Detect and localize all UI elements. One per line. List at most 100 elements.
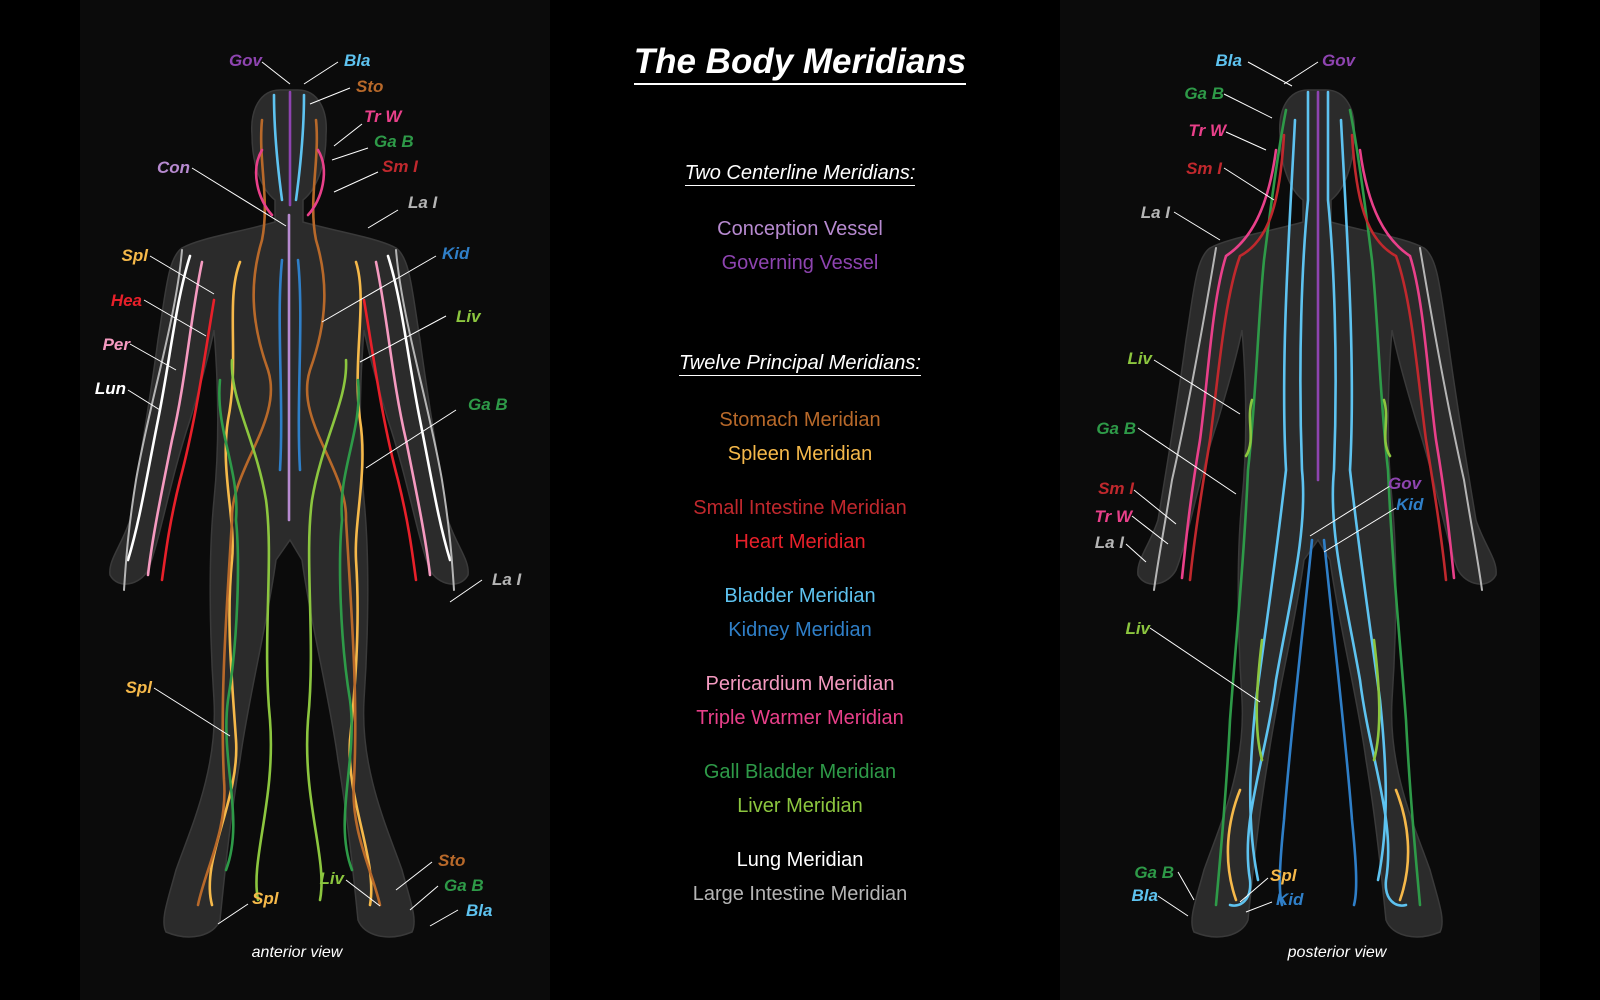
meridian-label: Lun [95,379,126,398]
legend-item: Bladder Meridian [724,585,876,607]
legend-item: Kidney Meridian [728,619,872,641]
meridian-label: Spl [252,889,280,908]
callout-line [1153,359,1241,415]
callout-line [1223,167,1275,201]
meridian-label: La I [492,570,523,589]
meridian-label: Ga B [1134,863,1174,882]
meridian-label: Sto [438,851,465,870]
callout-line [1223,93,1273,119]
callout-line [1125,543,1147,563]
callout-line [1137,427,1237,495]
callout-line [331,147,369,161]
posterior-view-caption: posterior view [1287,944,1387,961]
meridian-label: Gov [1388,474,1423,493]
meridian-label: Con [157,158,190,177]
callout-line [1157,895,1189,917]
callout-line [365,409,457,469]
callout-line [1133,489,1177,525]
meridian-label: Bla [1132,886,1158,905]
callout-line [1309,485,1391,537]
callout-line [321,255,437,323]
legend-item: Liver Meridian [737,795,863,817]
meridian-label: Liv [1125,619,1151,638]
callout-line [1177,871,1195,901]
principal-heading: Twelve Principal Meridians: [679,352,921,376]
callout-line [1247,61,1293,87]
legend-item: Lung Meridian [736,849,864,871]
meridian-label: Bla [466,901,492,920]
callout-line [309,87,351,105]
meridian-label: Kid [1396,495,1424,514]
meridian-label: Kid [1276,890,1304,909]
meridian-label: Spl [122,246,150,265]
callout-line [1131,515,1169,545]
meridian-label: Sm I [1098,479,1135,498]
meridian-label: Ga B [374,132,414,151]
legend-item: Stomach Meridian [719,409,881,431]
meridian-label: La I [1141,203,1172,222]
callout-line [333,171,379,193]
callout-line [367,209,399,229]
legend-item: Triple Warmer Meridian [696,707,904,729]
callout-line [153,687,231,737]
page-title: The Body Meridians [633,42,967,85]
meridian-label: Tr W [364,107,403,126]
callout-line [191,167,287,227]
legend-item: Large Intestine Meridian [692,883,908,905]
meridian-label: Bla [344,51,370,70]
meridian-label: Tr W [1095,507,1134,526]
callout-line [1173,211,1221,241]
posterior-body-figure: Bla Gov Ga B Tr W Sm I La I Liv Ga B Sm I Gov Tr W… [1095,51,1497,938]
callout-line [1283,61,1319,85]
meridian-label: Spl [126,678,154,697]
callout-line [261,61,291,85]
posterior-labels: Bla Gov Ga B Tr W Sm I La I Liv Ga B Sm I Gov Tr W… [1095,51,1424,917]
callout-line [129,343,177,371]
callout-line [409,885,439,911]
anterior-view-caption: anterior view [251,944,343,961]
callout-line [303,61,339,85]
legend-item: Spleen Meridian [727,443,873,465]
meridian-label: Ga B [1184,84,1224,103]
meridian-label: Sm I [382,157,419,176]
meridian-label: Kid [442,244,470,263]
meridian-label: Spl [1270,866,1298,885]
callout-line [149,255,215,295]
meridian-label: Liv [319,869,345,888]
callout-line [143,299,207,337]
callout-line [1149,627,1261,703]
legend-item: Heart Meridian [734,531,866,553]
callout-line [127,389,161,411]
meridian-label: Tr W [1189,121,1228,140]
meridian-label: Gov [1322,51,1357,70]
callout-line [345,879,381,907]
legend-item: Pericardium Meridian [705,673,895,695]
meridian-label: Ga B [468,395,508,414]
meridian-label: Ga B [444,876,484,895]
callout-line [1323,507,1397,553]
meridian-label: Sto [356,77,383,96]
legend-item: Governing Vessel [721,252,879,274]
callout-line [217,903,249,925]
meridian-label: Liv [1127,349,1153,368]
centerline-heading: Two Centerline Meridians: [684,162,916,186]
meridian-label: Per [103,335,132,354]
meridian-label: Hea [111,291,142,310]
meridian-label: Sm I [1186,159,1223,178]
callout-line [395,861,433,891]
callout-line [1239,877,1269,903]
legend-panel: The Body Meridians Two Centerline Meridi… [560,0,1040,1000]
callout-line [1245,901,1273,913]
callout-line [359,315,447,363]
legend-item: Small Intestine Meridian [693,497,907,519]
meridian-label: Ga B [1096,419,1136,438]
meridian-label: Liv [456,307,482,326]
meridian-label: La I [408,193,439,212]
meridian-label: La I [1095,533,1126,552]
callout-line [429,909,459,927]
legend-item: Gall Bladder Meridian [703,761,897,783]
callout-line [333,123,363,147]
